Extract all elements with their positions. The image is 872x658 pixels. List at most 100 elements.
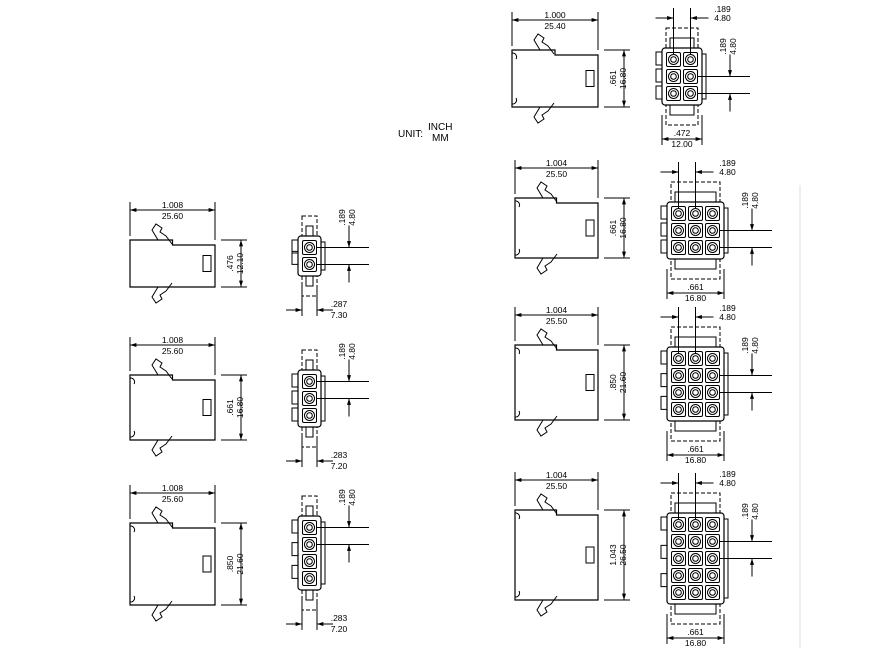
terminal-ring <box>690 208 701 219</box>
arrowhead <box>672 315 679 319</box>
terminal-pin <box>709 355 716 362</box>
terminal-pin <box>670 56 677 63</box>
bottom-width-mm: 16.80 <box>685 455 707 465</box>
unit-inch: INCH <box>428 122 452 133</box>
bottom-width-inch: .661 <box>687 282 704 292</box>
latch-top <box>151 358 173 380</box>
housing-outline <box>129 522 216 606</box>
terminal-ring <box>673 404 684 415</box>
arrowhead <box>239 240 243 247</box>
terminal-pin <box>709 521 716 528</box>
arrowhead <box>130 491 137 495</box>
latch-bottom <box>305 589 314 601</box>
terminal-ring <box>690 553 701 564</box>
arrowhead <box>130 208 137 212</box>
terminal-pin <box>709 538 716 545</box>
locking-window <box>585 219 595 237</box>
corner-relief <box>129 525 136 603</box>
arrowhead <box>130 343 137 347</box>
bottom-width-mm: 7.30 <box>331 310 348 320</box>
bottom-width-inch: .661 <box>687 444 704 454</box>
arrowhead <box>347 544 351 551</box>
terminal-pin <box>306 541 313 548</box>
arrowhead <box>208 491 215 495</box>
cavity <box>705 534 720 549</box>
terminal-ring <box>707 225 718 236</box>
latch-bottom <box>533 102 555 124</box>
width-mm: 25.50 <box>546 316 568 326</box>
terminal-ring <box>673 536 684 547</box>
terminal-ring <box>673 242 684 253</box>
arrowhead <box>347 241 351 248</box>
terminal-pin <box>675 244 682 251</box>
terminal-ring <box>304 410 315 421</box>
unit-legend: UNIT: INCH MM <box>398 122 452 144</box>
pitch-top-mm: 4.80 <box>719 167 736 177</box>
cavity <box>688 385 703 400</box>
cavity <box>671 551 686 566</box>
latch-bottom <box>536 595 558 617</box>
pitch-right-mm: 4.80 <box>728 38 738 55</box>
side-rib <box>291 564 298 579</box>
height-inch: .850 <box>608 374 618 391</box>
height-mm: 16.80 <box>235 397 245 419</box>
width-mm: 25.60 <box>162 494 184 504</box>
terminal-pin <box>709 210 716 217</box>
arrowhead <box>622 510 626 517</box>
width-mm: 25.60 <box>162 346 184 356</box>
pitch-right-mm: 4.80 <box>347 209 357 226</box>
terminal-pin <box>709 389 716 396</box>
pitch-top-mm: 4.80 <box>719 312 736 322</box>
height-mm: 26.50 <box>618 544 628 566</box>
cavity <box>671 585 686 600</box>
arrowhead <box>672 170 679 174</box>
terminal-pin <box>675 355 682 362</box>
terminal-ring <box>673 519 684 530</box>
terminal-ring <box>673 553 684 564</box>
height-mm: 16.80 <box>618 217 628 239</box>
bottom-width-mm: 16.80 <box>685 638 707 648</box>
pitch-right-inch: .189 <box>337 489 347 506</box>
arrowhead <box>515 313 522 317</box>
terminal-pin <box>687 73 694 80</box>
locking-window <box>585 70 595 87</box>
cavity <box>302 240 317 255</box>
latch-bottom <box>151 282 173 304</box>
arrowhead <box>750 224 754 231</box>
terminal-pin <box>692 538 699 545</box>
arrowhead <box>239 433 243 440</box>
terminal-pin <box>692 244 699 251</box>
terminal-pin <box>675 406 682 413</box>
terminal-ring <box>690 570 701 581</box>
arrowhead <box>750 247 754 254</box>
side-rib <box>660 544 667 559</box>
arrowhead <box>317 622 324 626</box>
latch-bottom <box>669 104 695 116</box>
locking-window <box>202 399 212 416</box>
latch-bottom <box>674 603 717 615</box>
bottom-width-inch: .283 <box>331 450 348 460</box>
side-rib <box>291 239 298 254</box>
terminal-ring <box>673 570 684 581</box>
terminal-ring <box>304 259 315 270</box>
pitch-right-inch: .189 <box>718 38 728 55</box>
locking-window <box>585 546 595 564</box>
cavity <box>671 240 686 255</box>
terminal-ring <box>304 573 315 584</box>
side-rib <box>291 250 298 265</box>
width-mm: 25.50 <box>546 169 568 179</box>
latch-top <box>305 225 314 237</box>
arrowhead <box>347 375 351 382</box>
arrowhead <box>622 593 626 600</box>
arrowhead <box>728 70 732 77</box>
width-inch: 1.004 <box>546 305 568 315</box>
cavity <box>705 385 720 400</box>
terminal-pin <box>306 575 313 582</box>
arrowhead <box>622 251 626 258</box>
latch-top <box>536 493 558 515</box>
cavity <box>705 223 720 238</box>
